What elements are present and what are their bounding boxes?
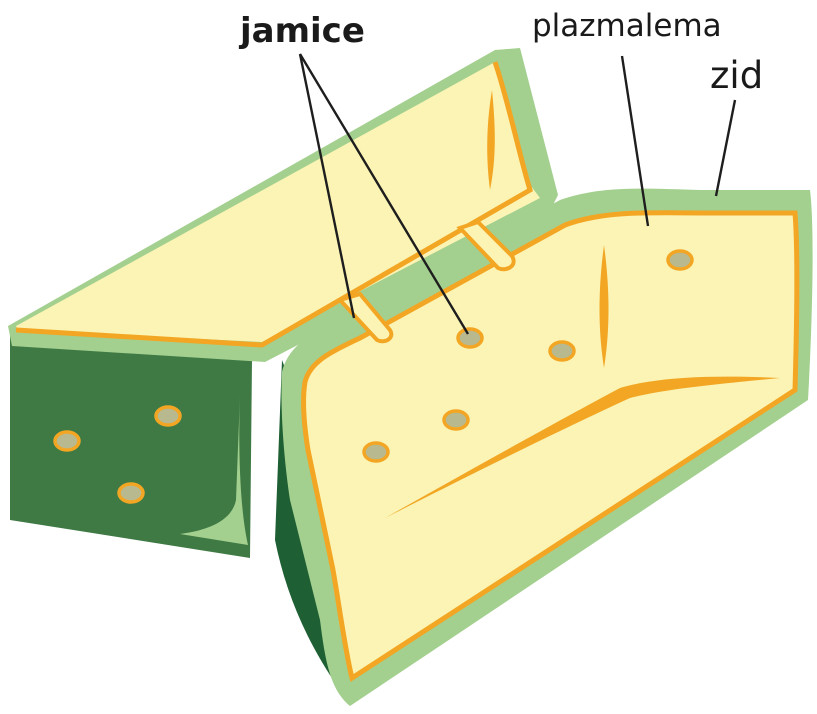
- pit: [156, 407, 180, 425]
- pit: [55, 432, 79, 450]
- pit: [364, 443, 388, 461]
- wall-leader: [716, 100, 735, 196]
- label-wall: zid: [710, 54, 763, 97]
- label-plasmalemma: plazmalema: [532, 8, 722, 44]
- pit: [668, 251, 692, 269]
- pit: [550, 342, 574, 360]
- pit: [119, 484, 143, 502]
- pit: [444, 411, 468, 429]
- pit: [458, 329, 482, 347]
- left-cell-front-face: [10, 330, 252, 558]
- label-pits: jamice: [238, 11, 365, 51]
